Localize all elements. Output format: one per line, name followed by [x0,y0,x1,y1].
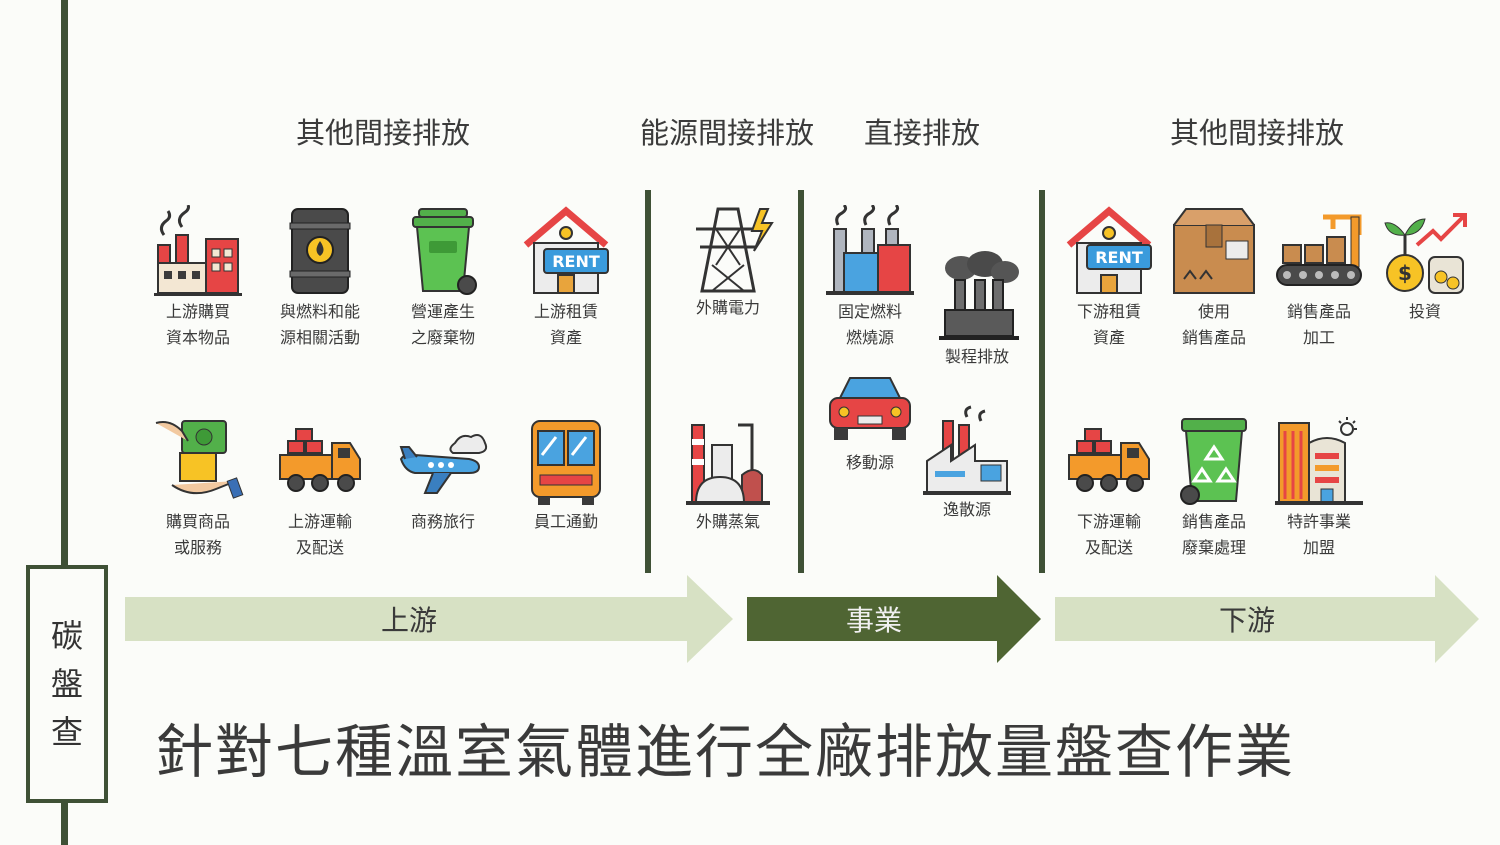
item-upstream-leased-assets: RENT 上游租賃 資產 [506,205,626,351]
power-tower-icon [696,207,774,293]
side-label-char: 碳 [50,617,83,655]
item-label: 營運產生 之廢棄物 [410,302,475,347]
timeline-line-bottom [61,802,68,845]
item-direct-fugitive: 逸散源 [907,405,1027,523]
item-direct-stationary-combustion: 固定燃料 燃燒源 [810,205,930,351]
item-label: 員工通勤 [533,512,598,531]
side-label-char: 查 [50,713,83,751]
airplane-icon [399,434,488,494]
item-label: 商務旅行 [410,512,475,531]
section-divider [1039,190,1045,573]
item-label: 移動源 [845,453,894,472]
side-label-box: 碳 盤 查 [26,565,108,803]
section-title-downstream-other: 其他間接排放 [1170,116,1345,150]
rent-house-icon: RENT [523,206,609,294]
item-label: 銷售產品 廢棄處理 [1181,512,1246,557]
svg-text:RENT: RENT [1095,248,1143,267]
item-downstream-franchises: 特許事業 加盟 [1259,415,1379,561]
truck-icon [279,428,361,492]
item-upstream-capital-goods: 上游購買 資本物品 [138,205,258,351]
item-downstream-end-of-life: 銷售產品 廢棄處理 [1154,415,1274,561]
item-upstream-commuting: 員工通勤 [506,415,626,535]
item-label: 下游運輸 及配送 [1076,512,1141,557]
investment-icon: $ [1384,213,1467,294]
item-label: 使用 銷售產品 [1181,302,1246,347]
item-label: 特許事業 加盟 [1286,512,1351,557]
item-upstream-transport: 上游運輸 及配送 [260,415,380,561]
buy-money-icon [155,420,244,499]
item-label: 購買商品 或服務 [165,512,230,557]
item-label: 製程排放 [944,347,1009,366]
item-label: 下游租賃 資產 [1076,302,1141,347]
section-title-upstream-other: 其他間接排放 [296,116,471,150]
arrow-upstream: 上游 [125,575,733,663]
item-label: 固定燃料 燃燒源 [837,302,902,347]
item-label: 上游運輸 及配送 [287,512,352,557]
car-icon [829,377,911,440]
item-label: 投資 [1408,302,1441,321]
section-divider [798,190,804,573]
item-energy-purchased-electricity: 外購電力 [668,205,788,321]
arrow-label-upstream: 上游 [380,604,437,637]
conveyor-icon [1276,214,1362,286]
item-upstream-waste: 營運產生 之廢棄物 [383,205,503,351]
factory-icon [154,205,242,296]
item-downstream-investments: $ 投資 [1365,205,1485,325]
item-label: 上游購買 資本物品 [165,302,230,347]
svg-text:RENT: RENT [552,252,600,271]
franchise-building-icon [1275,417,1363,505]
section-title-direct: 直接排放 [864,116,981,150]
item-downstream-processing: 銷售產品 加工 [1259,205,1379,351]
trash-bin-icon [412,208,477,295]
item-label: 與燃料和能 源相關活動 [279,302,360,347]
item-downstream-use-of-products: 使用 銷售產品 [1154,205,1274,351]
arrow-shape [125,575,733,663]
item-label: 外購電力 [695,298,760,317]
item-upstream-business-travel: 商務旅行 [383,415,503,535]
item-label: 外購蒸氣 [695,512,760,531]
arrow-shape [1055,575,1479,663]
item-direct-mobile: 移動源 [810,368,930,476]
rent-house-icon: RENT [1066,206,1152,294]
arrow-downstream: 下游 [1055,575,1479,663]
arrow-shape [747,575,1041,663]
combustion-plant-icon [826,205,914,295]
truck-icon [1068,428,1150,492]
oil-barrel-icon [289,208,351,294]
item-energy-purchased-steam: 外購蒸氣 [668,415,788,535]
section-title-energy-indirect: 能源間接排放 [640,116,815,150]
item-label: 上游租賃 資產 [533,302,598,347]
item-upstream-fuel-energy: 與燃料和能 源相關活動 [260,205,380,351]
side-label-char: 盤 [50,665,83,703]
svg-text:$: $ [1398,261,1412,285]
main-title: 針對七種溫室氣體進行全廠排放量盤查作業 [155,718,1296,786]
recycle-bin-icon [1180,418,1247,505]
timeline-line-top [61,0,68,566]
box-icon [1173,208,1255,294]
item-direct-process: 製程排放 [917,250,1037,370]
arrow-label-downstream: 下游 [1218,604,1275,637]
item-downstream-leased-assets: RENT 下游租賃 資產 [1049,205,1169,351]
item-label: 逸散源 [942,500,991,519]
item-upstream-purchased-goods: 購買商品 或服務 [138,415,258,561]
section-divider [645,190,651,573]
item-downstream-transport: 下游運輸 及配送 [1049,415,1169,561]
bus-icon [531,420,601,505]
fugitive-factory-icon [923,405,1011,495]
arrow-label-enterprise: 事業 [845,604,902,637]
item-label: 銷售產品 加工 [1286,302,1351,347]
steam-plant-icon [686,423,770,505]
arrow-enterprise: 事業 [747,575,1041,663]
smokestack-icon [939,251,1019,340]
